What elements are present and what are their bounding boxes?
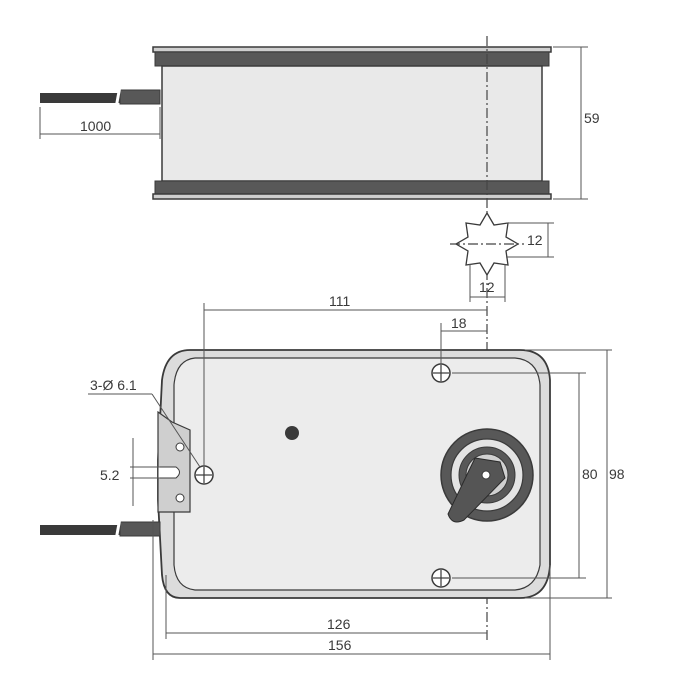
bracket-small-hole-2: [175, 493, 185, 503]
position-lever: [447, 457, 506, 523]
dim-height: 59: [553, 46, 600, 200]
top-view: 111 18 3-Ø 6.1 5.2 80: [40, 293, 625, 660]
dim-hole-offset: 18: [440, 315, 487, 364]
dim-shaft-vertical-label: 12: [527, 232, 543, 248]
bracket-small-hole-1: [175, 442, 185, 452]
mounting-hole-left: [194, 465, 214, 485]
dim-hole-span: 126: [165, 575, 487, 639]
dim-body-height-label: 98: [609, 466, 625, 482]
dim-cable-length: 1000: [39, 107, 161, 139]
indicator-dot: [285, 426, 299, 440]
mounting-hole-top: [431, 363, 451, 383]
side-top-band: [154, 51, 550, 67]
side-bottom-plate: [152, 193, 552, 200]
output-hub: [440, 428, 534, 523]
side-cable: [40, 85, 161, 109]
dim-hole-span-label: 126: [327, 616, 351, 632]
dim-hole-callout: 3-Ø 6.1: [88, 377, 201, 468]
dim-overall-length: 156: [152, 520, 551, 660]
dim-body-height: 98: [525, 349, 625, 599]
dim-hole-spacing: 80: [452, 372, 598, 579]
side-body: [161, 65, 543, 182]
bracket-slot: [157, 466, 180, 479]
dim-shaft-horizontal-label: 12: [479, 279, 495, 295]
dim-slot-width-label: 5.2: [100, 467, 120, 483]
dim-hole-callout-label: 3-Ø 6.1: [90, 377, 137, 393]
dim-hole-offset-label: 18: [451, 315, 467, 331]
side-bottom-band: [154, 180, 550, 195]
dim-overall-length-label: 156: [328, 637, 352, 653]
top-cable: [40, 517, 161, 541]
shaft-detail: 12 12: [450, 211, 554, 302]
dim-hole-spacing-label: 80: [582, 466, 598, 482]
side-top-plate: [152, 46, 552, 53]
dim-hole-to-axis-label: 111: [329, 293, 350, 309]
dim-hole-to-axis: 111: [203, 293, 487, 466]
side-view: 1000 59: [39, 46, 600, 200]
mounting-hole-bottom: [431, 568, 451, 588]
dim-slot-width: 5.2: [100, 438, 160, 506]
dim-height-label: 59: [584, 110, 600, 126]
dim-cable-length-label: 1000: [80, 118, 111, 134]
top-body-inner: [173, 357, 541, 591]
